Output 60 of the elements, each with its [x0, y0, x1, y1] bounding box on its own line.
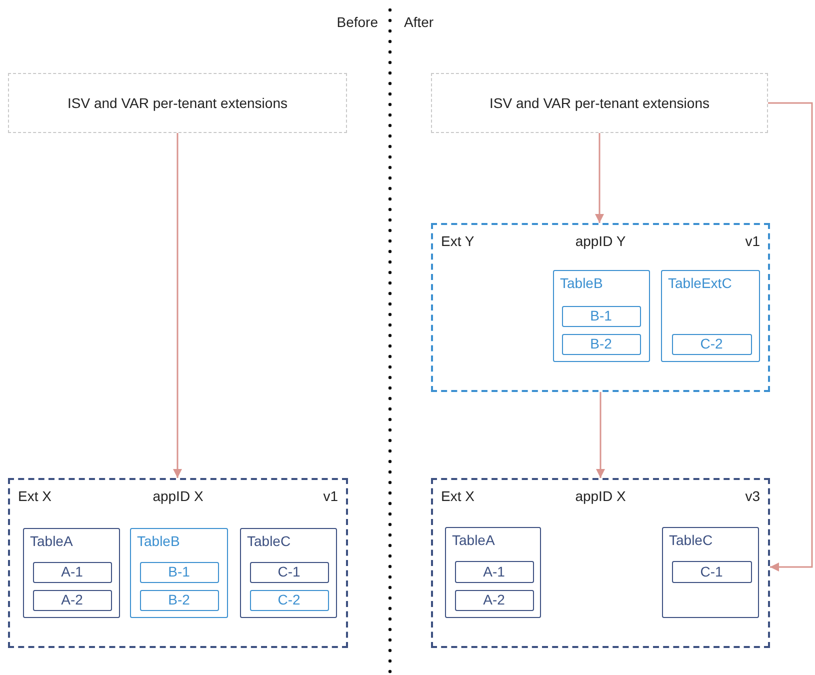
field-box [32, 590, 112, 610]
version-label: v3 [745, 488, 760, 504]
arrow [596, 392, 605, 478]
table-box [661, 270, 760, 362]
table-name: TableA [30, 533, 73, 549]
version-label: v1 [745, 233, 760, 249]
section-label: After [404, 14, 434, 30]
field-box [250, 562, 328, 582]
table-box [130, 528, 228, 618]
app-id-label: appID X [575, 488, 626, 504]
field-name: B-1 [168, 564, 190, 580]
table-box [553, 270, 650, 362]
field-name: A-2 [61, 592, 83, 608]
field-name: B-1 [590, 308, 612, 324]
arrow [768, 102, 813, 572]
table-name: TableC [669, 532, 713, 548]
field-box [454, 590, 534, 610]
field-box [562, 306, 640, 326]
field-name: B-2 [168, 592, 190, 608]
container-title: Ext Y [441, 233, 474, 249]
field-box [562, 334, 640, 354]
field-box [140, 590, 218, 610]
field-box [454, 560, 534, 582]
arrow [595, 133, 604, 223]
section-label: Before [336, 14, 378, 30]
field-box [672, 334, 752, 354]
field-name: C-2 [278, 592, 300, 608]
container-title: Ext X [18, 488, 52, 504]
field-box [250, 590, 328, 610]
field-name: C-1 [278, 564, 300, 580]
container-title: Ext X [441, 488, 474, 504]
table-box [240, 528, 337, 618]
table-name: TableA [452, 532, 495, 548]
table-name: TableB [560, 275, 603, 291]
box-label: ISV and VAR per-tenant extensions [490, 95, 710, 111]
field-name: C-1 [700, 564, 723, 579]
box-label: ISV and VAR per-tenant extensions [68, 95, 288, 111]
field-box [32, 562, 112, 582]
extension-box [8, 73, 347, 133]
extension-container [8, 478, 348, 648]
extension-container [431, 478, 770, 648]
arrow [173, 133, 182, 478]
field-name: B-2 [590, 336, 612, 352]
app-id-label: appID X [152, 488, 204, 504]
table-name: TableC [247, 533, 291, 549]
table-box [445, 527, 541, 618]
table-name: TableExtC [668, 275, 732, 291]
extension-container [431, 223, 770, 392]
field-name: A-2 [483, 592, 505, 608]
app-id-label: appID Y [575, 233, 626, 249]
table-box [662, 527, 759, 618]
table-name: TableB [137, 533, 180, 549]
field-name: A-1 [61, 564, 83, 580]
table-box [23, 528, 120, 618]
field-box [140, 562, 218, 582]
field-name: A-1 [483, 564, 505, 579]
field-name: C-2 [700, 336, 723, 352]
version-label: v1 [323, 488, 338, 504]
field-box [672, 560, 752, 582]
extension-box [431, 73, 768, 133]
